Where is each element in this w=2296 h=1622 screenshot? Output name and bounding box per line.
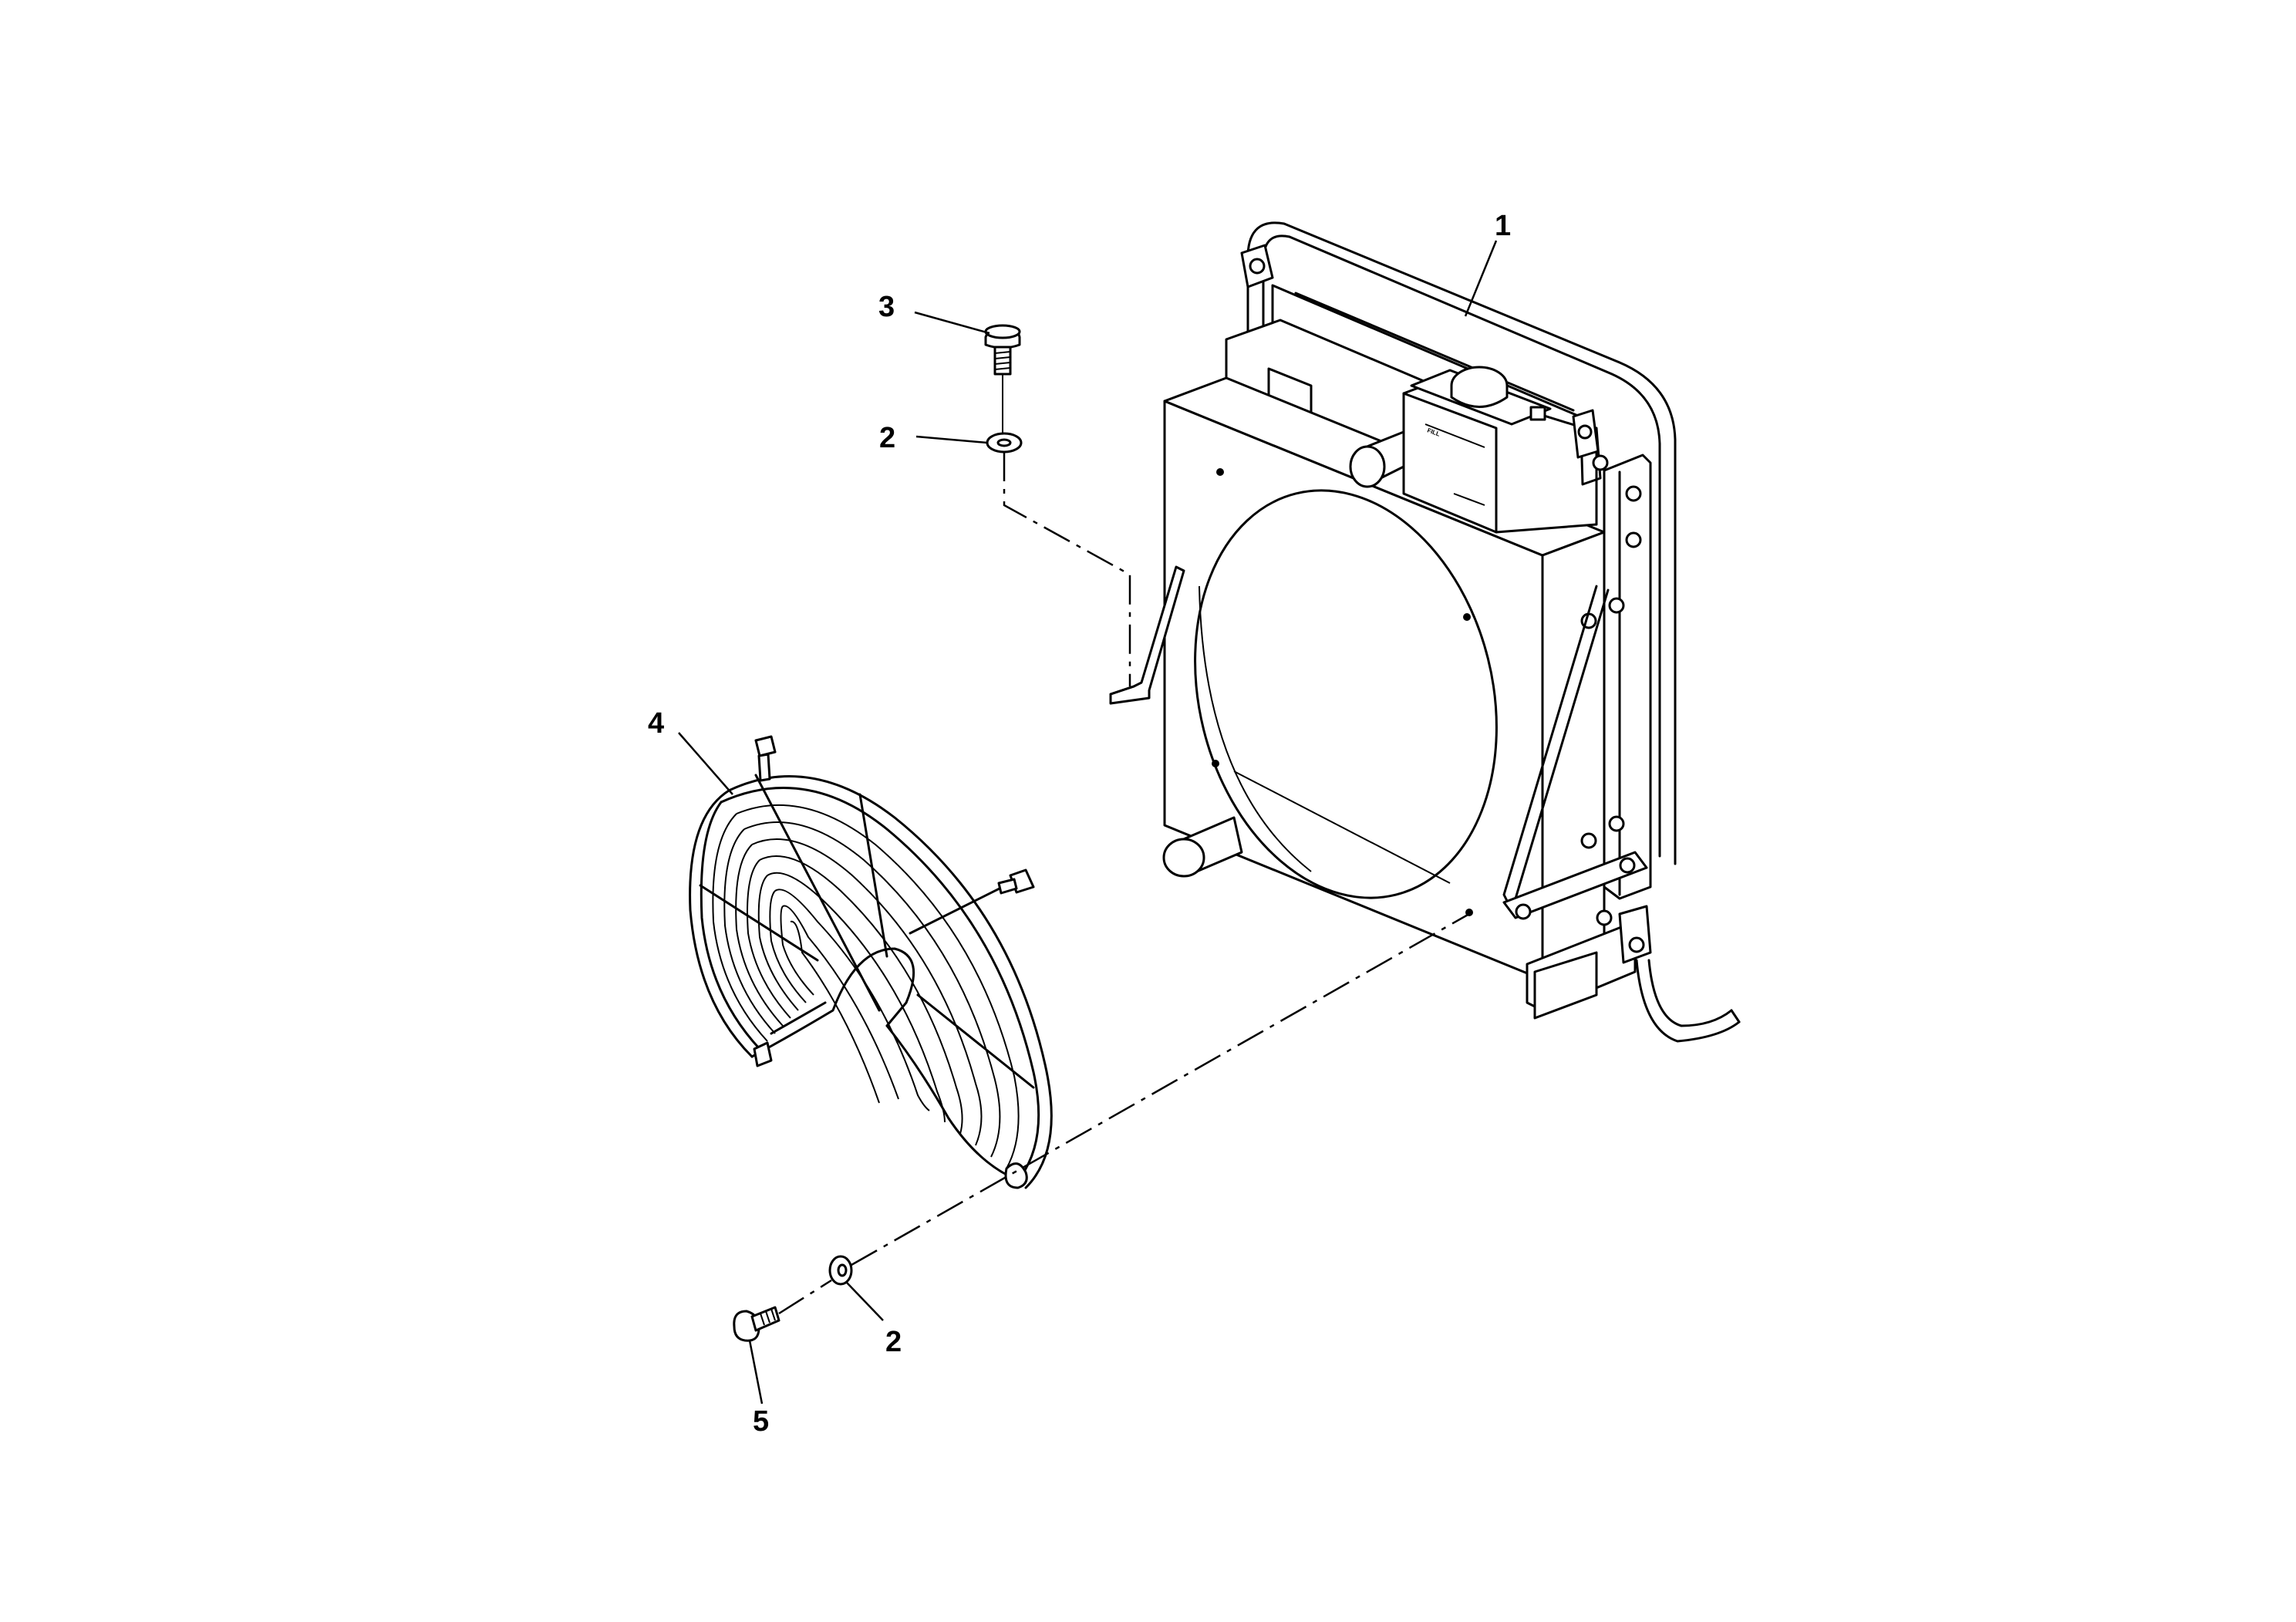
callout-1: 1 — [1495, 210, 1511, 242]
assembly-line-lower — [851, 912, 1470, 1266]
assembly-line-bolt-lower — [778, 1279, 832, 1315]
callout-2-lower: 2 — [885, 1326, 902, 1358]
leader-2a — [915, 435, 988, 444]
washer-upper — [986, 432, 1023, 454]
radiator-assembly: FILL — [1109, 221, 1741, 1043]
bolt-upper — [984, 324, 1021, 376]
callout-2-upper: 2 — [879, 422, 895, 454]
leader-1 — [1464, 240, 1498, 317]
leader-3 — [914, 311, 990, 335]
callout-3: 3 — [878, 291, 895, 323]
callout-5: 5 — [753, 1405, 769, 1438]
washer-lower — [828, 1255, 853, 1286]
leader-2b — [846, 1282, 884, 1321]
leader-5 — [748, 1340, 764, 1404]
fan-guard — [689, 735, 1053, 1189]
bolt-lower — [733, 1306, 781, 1342]
expansion-tank: FILL — [1402, 366, 1598, 534]
assembly-line-upper — [1003, 452, 1131, 686]
leader-4 — [678, 732, 733, 795]
callout-4: 4 — [648, 707, 664, 740]
